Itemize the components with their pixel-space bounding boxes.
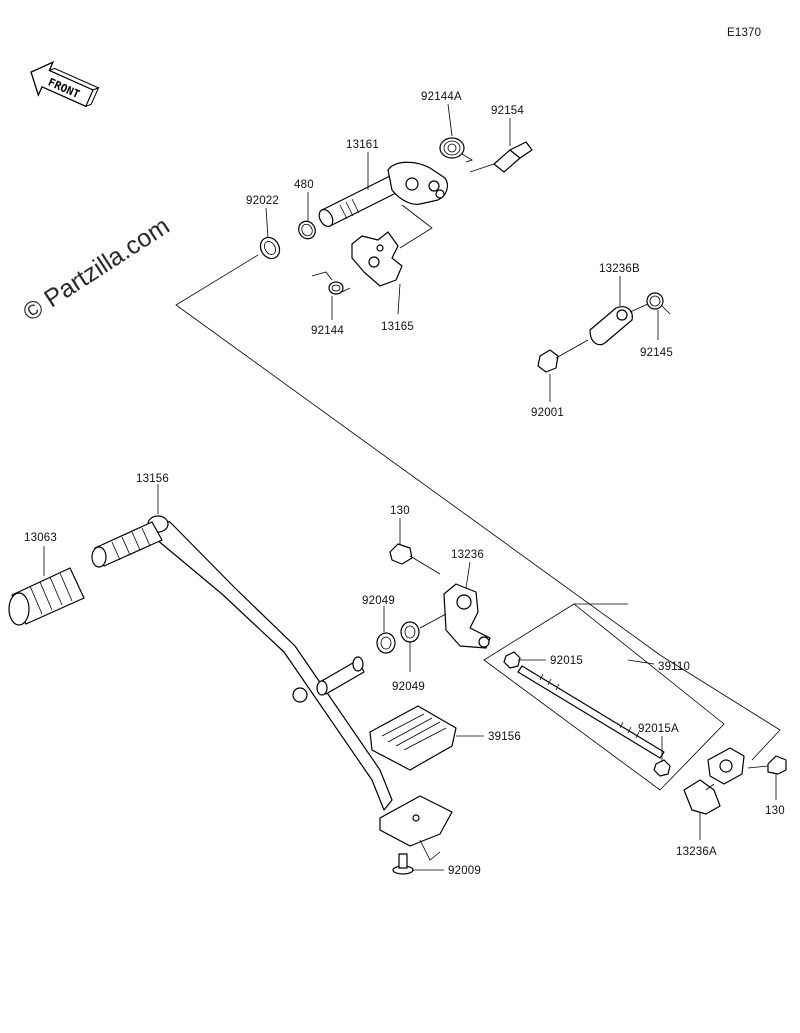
shift-pedal-13156	[147, 515, 393, 811]
stopper-13236B	[589, 306, 633, 346]
callout-92015A: 92015A	[638, 723, 679, 735]
callout-92145: 92145	[640, 347, 673, 359]
callout-13165: 13165	[381, 321, 414, 333]
assembly-leader-main	[175, 254, 661, 656]
assembly-leader-right	[659, 654, 781, 761]
callout-92009: 92009	[448, 865, 481, 877]
plate-13165	[351, 231, 403, 287]
pedal-bracket	[379, 795, 453, 861]
spring-92144A	[439, 137, 473, 163]
pad-39156	[369, 705, 457, 771]
callout-92144A: 92144A	[421, 91, 462, 103]
leader-plate	[399, 204, 433, 249]
diagram-code: E1370	[727, 27, 761, 39]
shift-rod	[517, 665, 665, 759]
callout-13161: 13161	[346, 139, 379, 151]
callout-92154: 92154	[491, 105, 524, 117]
callout-13236A: 13236A	[676, 846, 717, 858]
washer-92022	[259, 236, 281, 260]
shift-shaft-13161	[318, 171, 407, 228]
lever-13236	[443, 583, 491, 649]
watermark: © Partzilla.com	[18, 212, 175, 327]
footpeg-shaft	[91, 521, 163, 568]
callout-13236: 13236	[451, 549, 484, 561]
bolt-92009	[392, 853, 414, 875]
callout-130-top: 130	[390, 505, 410, 517]
callout-13156: 13156	[136, 473, 169, 485]
stopper-spring-link	[629, 303, 649, 313]
lever-13236A	[683, 747, 745, 815]
callout-39156: 39156	[488, 731, 521, 743]
nut-92015	[503, 651, 521, 669]
spring-92145	[646, 292, 671, 315]
washer-link	[419, 613, 447, 629]
callout-130-right: 130	[765, 805, 785, 817]
rubber-13063	[8, 567, 85, 626]
bolt-130-right	[747, 755, 787, 775]
callout-92015: 92015	[550, 655, 583, 667]
callout-92022: 92022	[246, 195, 279, 207]
svg-text:© Partzilla.com: © Partzilla.com	[18, 212, 175, 327]
washer-92049-upper	[376, 632, 396, 654]
spring-92144	[311, 271, 351, 295]
bolt-130-top	[389, 543, 441, 575]
callout-480: 480	[294, 179, 314, 191]
callout-leaders	[43, 103, 777, 871]
bolt-92001	[537, 339, 589, 373]
nut-92015A	[653, 759, 671, 777]
circlip-480	[298, 220, 316, 240]
callout-92049-lower: 92049	[392, 681, 425, 693]
front-arrow-icon: FRONT	[30, 60, 100, 108]
shift-arm-plate	[387, 161, 448, 205]
callout-92144: 92144	[311, 325, 344, 337]
rod-box	[483, 603, 725, 791]
callout-13063: 13063	[24, 532, 57, 544]
washer-92049-lower	[400, 621, 420, 643]
callout-92049-upper: 92049	[362, 595, 395, 607]
pin-92154	[469, 141, 533, 173]
callout-92001: 92001	[531, 407, 564, 419]
callout-13236B: 13236B	[599, 263, 640, 275]
callout-39110: 39110	[658, 661, 690, 673]
